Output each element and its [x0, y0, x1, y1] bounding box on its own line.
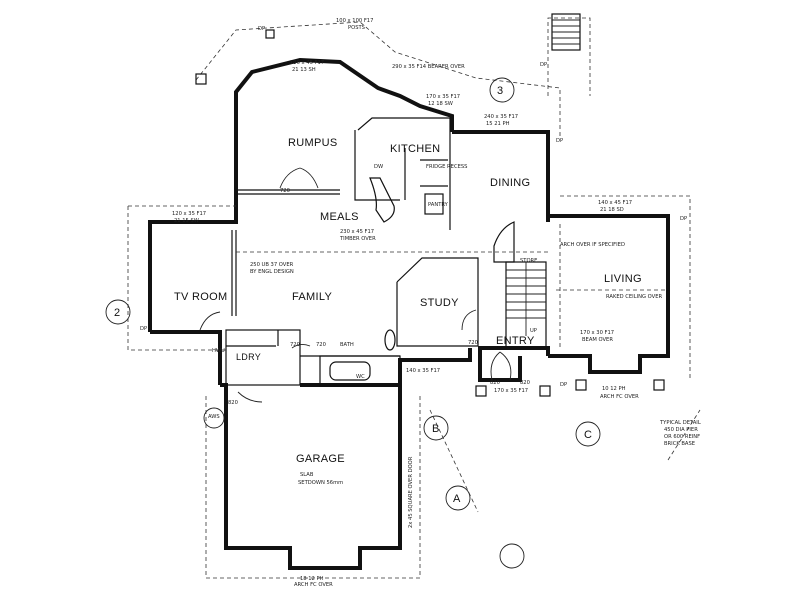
- note-door-820c: 820: [520, 380, 530, 386]
- note-dp6: DP: [560, 382, 567, 388]
- note-door-820b: 820: [490, 380, 500, 386]
- note-tv-beam2: 21 15 SW: [174, 218, 199, 224]
- note-posts: 100 x 100 F17: [336, 18, 373, 24]
- room-meals: MEALS: [320, 211, 359, 223]
- note-dp5: DP: [680, 216, 687, 222]
- note-dp1: DP: [258, 26, 265, 32]
- internal-walls: [225, 117, 547, 387]
- note-arch2: ARCH FC OVER: [600, 394, 639, 400]
- note-living-beam: 140 x 45 F17: [598, 200, 632, 206]
- note-opening2: 10 12 PH: [602, 386, 626, 392]
- note-living-beam2: 21 18 SD: [600, 207, 624, 213]
- grid-marker-3: 3: [497, 85, 503, 97]
- steps-box: [551, 13, 581, 51]
- dimension-notes: 100 x 100 F17 POSTS 290 x 35 F14 BEARER …: [140, 18, 701, 588]
- room-entry: ENTRY: [496, 335, 535, 347]
- room-store: STORE: [520, 258, 537, 264]
- note-living-beam3: 170 x 30 F17: [580, 330, 614, 336]
- note-kitchen-beam2: 12 18 SW: [428, 101, 453, 107]
- note-study-beam: 140 x 35 F17: [406, 368, 440, 374]
- note-tv-beam: 120 x 35 F17: [172, 211, 206, 217]
- note-dining-beam2: 15 21 PH: [486, 121, 510, 127]
- door-swings: [199, 167, 512, 403]
- grid-marker-b: B: [432, 423, 439, 435]
- grid-marker-a: A: [453, 493, 461, 505]
- note-door-720a: 720: [280, 188, 290, 194]
- note-kitchen-beam: 170 x 35 F17: [426, 94, 460, 100]
- room-bath: BATH: [340, 342, 354, 348]
- room-garage: GARAGE: [296, 453, 345, 465]
- note-garage-setdown: SETDOWN 56mm: [298, 480, 343, 486]
- note-door-820a: 820: [228, 400, 238, 406]
- note-garage-side: 2x 45 SQUARE OVER DOOR: [408, 456, 414, 528]
- note-hwu: HWU: [212, 348, 225, 354]
- room-living: LIVING: [604, 273, 642, 285]
- note-fridge: FRIDGE RECESS: [426, 164, 467, 170]
- note-dp3: DP: [556, 138, 563, 144]
- note-raked: RAKED CEILING OVER: [606, 294, 662, 300]
- note-meals-beam2: TIMBER OVER: [339, 236, 376, 242]
- note-cut2: 450 DIA PIER: [664, 427, 698, 433]
- note-opening: 18 12 PH: [300, 576, 324, 582]
- grid-marker-2: 2: [114, 307, 120, 319]
- note-dp4: DP: [140, 326, 147, 332]
- room-wc: WC: [356, 374, 365, 380]
- note-dw: DW: [374, 164, 383, 170]
- note-dp2: DP: [540, 62, 547, 68]
- note-living-beam4: BEAM OVER: [582, 337, 613, 343]
- room-rumpus: RUMPUS: [288, 137, 337, 149]
- note-living-arch: ARCH OVER IF SPECIFIED: [560, 242, 625, 248]
- note-cut3: OR 600 REINF: [664, 434, 700, 440]
- room-kitchen: KITCHEN: [390, 143, 440, 155]
- note-door-720d: 720: [468, 340, 478, 346]
- note-rumpus-beam2: 21 13 SH: [292, 67, 316, 73]
- room-labels: RUMPUS KITCHEN DINING MEALS TV ROOM FAMI…: [174, 137, 642, 465]
- posts: [195, 29, 665, 397]
- eave-lines: [127, 17, 691, 579]
- note-garage-slab: SLAB: [300, 472, 314, 478]
- room-dining: DINING: [490, 177, 530, 189]
- room-family: FAMILY: [292, 291, 332, 303]
- room-pantry: PANTRY: [428, 202, 449, 208]
- note-door-720c: 720: [316, 342, 326, 348]
- grid-marker-c: C: [584, 429, 592, 441]
- note-dining-beam: 240 x 35 F17: [484, 114, 518, 120]
- grid-markers: 3 2 A B C: [105, 77, 601, 569]
- note-family-beam: 250 UB 37 OVER: [250, 262, 294, 268]
- room-tv: TV ROOM: [174, 291, 227, 303]
- note-meals-beam: 230 x 45 F17: [340, 229, 374, 235]
- note-entry-beam: 170 x 35 F17: [494, 388, 528, 394]
- note-arch: ARCH FC OVER: [294, 582, 333, 588]
- note-up: UP: [530, 328, 537, 334]
- note-family-beam2: BY ENGL DESIGN: [250, 269, 294, 275]
- note-bearer: 290 x 35 F14 BEARER OVER: [392, 64, 465, 70]
- note-cut4: BRICK BASE: [664, 441, 695, 447]
- note-rumpus-beam: 190 x 45 F17: [290, 60, 324, 66]
- room-ldry: LDRY: [236, 352, 261, 362]
- note-cut: TYPICAL DETAIL: [659, 420, 701, 426]
- note-door-720b: 720: [290, 342, 300, 348]
- note-posts2: POSTS: [348, 25, 365, 31]
- exterior-walls: [148, 57, 670, 570]
- section-cut: [429, 409, 701, 513]
- room-study: STUDY: [420, 297, 459, 309]
- note-aws: AWS: [208, 414, 220, 420]
